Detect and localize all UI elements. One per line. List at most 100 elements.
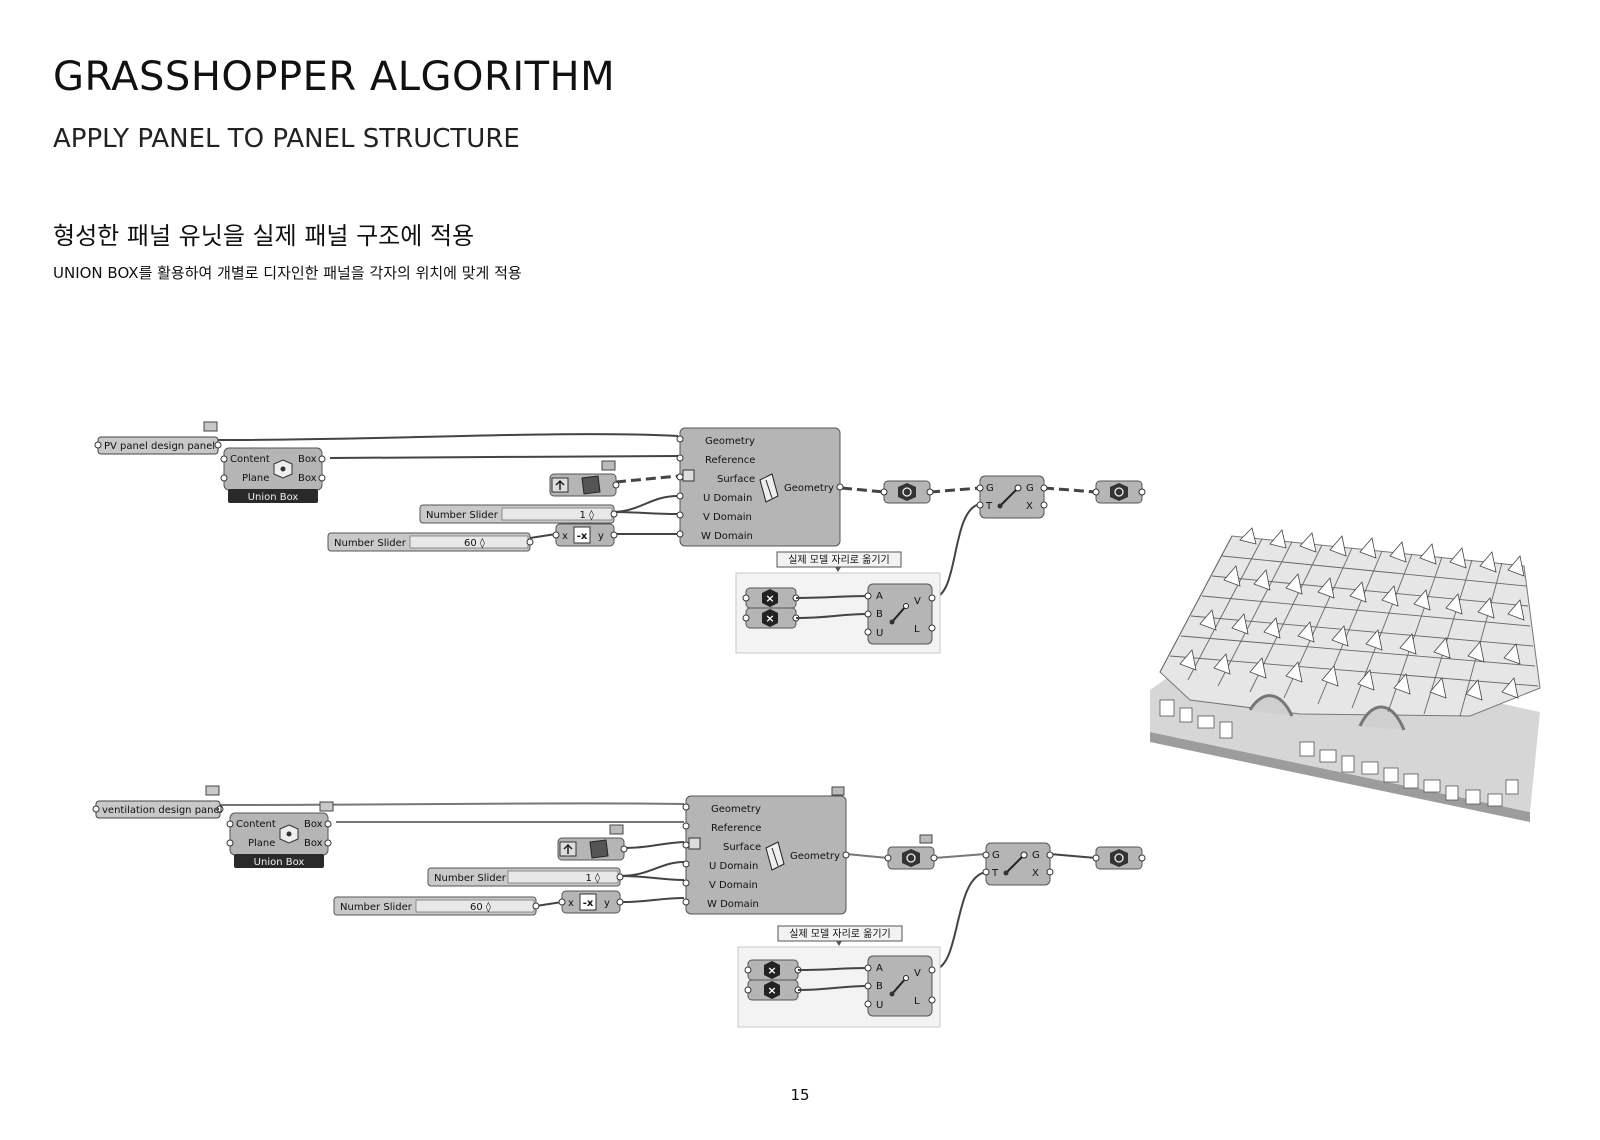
expression-output: y xyxy=(598,531,604,542)
wire-b xyxy=(797,985,869,991)
svg-text:실제 모델 자리로 옮기기: 실제 모델 자리로 옮기기 xyxy=(788,554,890,566)
morph-input-surface: Surface xyxy=(717,474,755,485)
slider-label: Number Slider xyxy=(426,510,499,521)
number-slider-2[interactable]: Number Slider 60 ◊ xyxy=(327,532,534,552)
surface-param[interactable] xyxy=(557,824,628,861)
point-param-a[interactable]: × xyxy=(742,587,800,609)
expression-component[interactable]: x -x y xyxy=(558,890,624,914)
vector-input-a: A xyxy=(876,963,883,974)
number-slider-1[interactable]: Number Slider 1 ◊ xyxy=(419,504,618,524)
union-box-output-box: Box xyxy=(304,838,323,849)
union-box-footer: Union Box xyxy=(254,857,305,868)
vector-input-u: U xyxy=(876,628,883,639)
definition-ventilation-panel: ventilation design panel Union Box Conte… xyxy=(92,785,1146,1028)
input-panel[interactable]: ventilation design panel xyxy=(92,785,334,819)
wire-u-domain xyxy=(619,861,685,877)
vector-output-l: L xyxy=(914,624,920,635)
union-box-icon xyxy=(279,824,299,844)
input-panel-label: ventilation design panel xyxy=(102,805,222,816)
expression-component[interactable]: x -x y xyxy=(552,523,618,547)
surface-param[interactable] xyxy=(549,460,620,497)
canopy-support xyxy=(1248,694,1294,717)
point-icon xyxy=(762,589,778,607)
slider-label: Number Slider xyxy=(340,902,413,913)
point-param-a[interactable]: × xyxy=(744,959,802,981)
point-icon xyxy=(764,961,780,979)
wire-vector-move xyxy=(931,871,987,971)
wire-slider-expression xyxy=(535,901,563,907)
morph-input-u-domain: U Domain xyxy=(703,493,752,504)
svg-text:실제 모델 자리로 옮기기: 실제 모델 자리로 옮기기 xyxy=(789,928,891,940)
geometry-icon xyxy=(902,487,912,497)
wire-v-domain xyxy=(619,875,685,881)
move-output-g: G xyxy=(1032,850,1040,861)
box-morph-icon xyxy=(759,473,779,503)
move-component[interactable]: G T G X xyxy=(982,842,1054,886)
expression-input: x xyxy=(562,531,568,542)
vector-input-u: U xyxy=(876,1000,883,1011)
wire-b xyxy=(795,613,869,619)
site-base-front xyxy=(1150,732,1530,822)
wire-morph-out xyxy=(841,486,885,494)
vector-2pt-component[interactable]: A B U V L xyxy=(864,583,936,645)
morph-input-geometry: Geometry xyxy=(711,804,761,815)
slider-label: Number Slider xyxy=(334,538,407,549)
union-box-output-box: Box xyxy=(298,473,317,484)
vector-output-v: V xyxy=(914,968,921,979)
svg-text:×: × xyxy=(767,984,776,997)
wire-w-domain xyxy=(621,897,685,903)
panel-structure-render xyxy=(1150,527,1541,822)
morph-input-v-domain: V Domain xyxy=(709,880,758,891)
box-morph-icon xyxy=(765,841,785,871)
input-panel-label: PV panel design panel xyxy=(104,441,215,452)
union-box-input-plane: Plane xyxy=(248,838,275,849)
definition-pv-panel: PV panel design panel Union Box Content … xyxy=(94,421,1146,654)
point-param-b[interactable]: × xyxy=(744,979,802,1001)
number-slider-1[interactable]: Number Slider 1 ◊ xyxy=(427,867,624,887)
slider-value: 1 ◊ xyxy=(586,872,601,884)
point-param-b[interactable]: × xyxy=(742,607,800,629)
union-box-input-content: Content xyxy=(236,819,276,830)
geometry-param[interactable] xyxy=(880,480,934,504)
union-box-input-plane: Plane xyxy=(242,473,269,484)
expression-output: y xyxy=(604,898,610,909)
point-icon xyxy=(764,981,780,999)
vector-input-a: A xyxy=(876,591,883,602)
move-icon xyxy=(997,484,1022,509)
group-note: 실제 모델 자리로 옮기기 xyxy=(776,551,902,572)
canopy-support xyxy=(1358,705,1406,731)
morph-input-reference: Reference xyxy=(711,823,761,834)
wire-a xyxy=(795,595,869,599)
geometry-param[interactable] xyxy=(884,834,938,870)
expression-input: x xyxy=(568,898,574,909)
input-panel[interactable]: PV panel design panel xyxy=(94,421,222,455)
output-geometry-param[interactable] xyxy=(1092,480,1146,504)
slider-value: 60 ◊ xyxy=(464,537,485,549)
box-morph-component[interactable]: Geometry Reference Surface U Domain V Do… xyxy=(676,427,844,547)
vector-2pt-component[interactable]: A B U V L xyxy=(864,955,936,1017)
union-box-output-box: Box xyxy=(298,454,317,465)
city-blocks xyxy=(1159,699,1519,807)
morph-input-v-domain: V Domain xyxy=(703,512,752,523)
move-input-t: T xyxy=(991,868,999,879)
number-slider-2[interactable]: Number Slider 60 ◊ xyxy=(333,896,540,916)
section-heading: 형성한 패널 유닛을 실제 패널 구조에 적용 xyxy=(53,222,475,250)
vector-group: 실제 모델 자리로 옮기기 × × A B U xyxy=(735,551,941,654)
section-description: UNION BOX를 활용하여 개별로 디자인한 패널을 각자의 위치에 맞게 … xyxy=(53,264,522,282)
union-box-component[interactable]: Union Box Content Plane Box Box xyxy=(220,447,326,503)
morph-input-w-domain: W Domain xyxy=(707,899,759,910)
surface-icon xyxy=(589,839,609,859)
wire-a xyxy=(797,967,869,971)
vector-icon xyxy=(889,975,909,997)
union-box-component[interactable]: Union Box Content Plane Box Box xyxy=(226,812,332,868)
output-geometry-param[interactable] xyxy=(1092,846,1146,870)
wire-slider-expression xyxy=(529,533,557,539)
wire-morph-out xyxy=(845,853,889,859)
vector-output-l: L xyxy=(914,996,920,1007)
wire-panel-geometry xyxy=(219,802,685,806)
move-component[interactable]: G T G X xyxy=(976,475,1048,519)
box-morph-component[interactable]: Geometry Reference Surface U Domain V Do… xyxy=(682,786,850,915)
morph-input-u-domain: U Domain xyxy=(709,861,758,872)
move-output-g: G xyxy=(1026,483,1034,494)
move-output-x: X xyxy=(1032,868,1039,879)
